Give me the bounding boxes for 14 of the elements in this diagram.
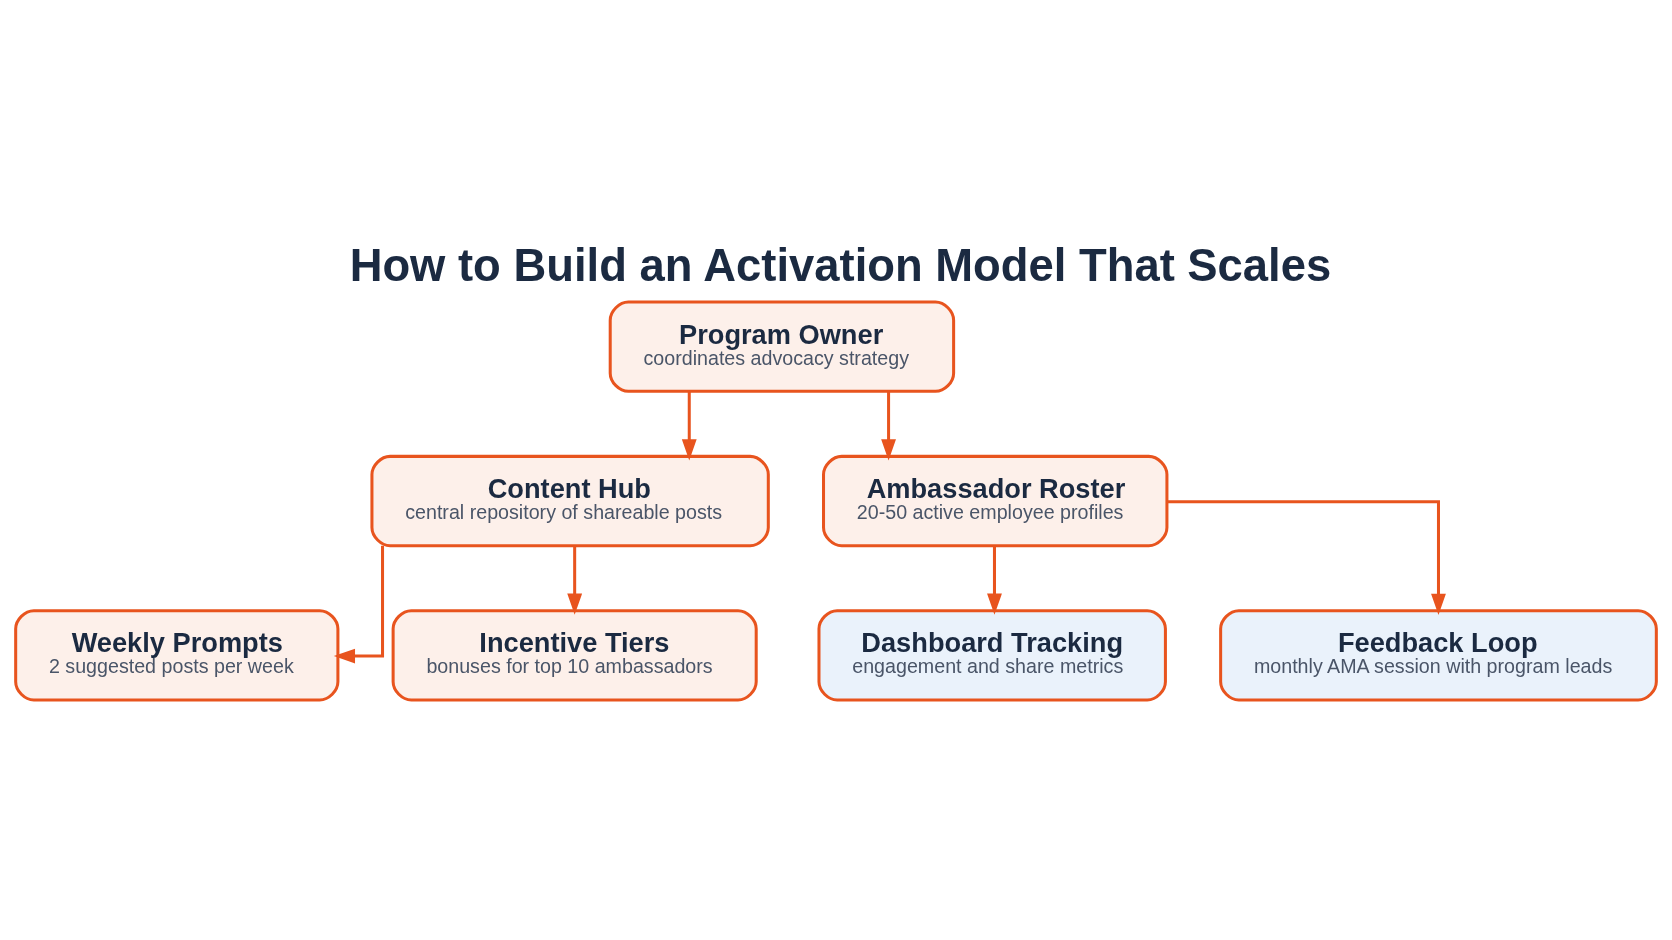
arrow: [333, 545, 385, 664]
arrow: [567, 545, 583, 615]
node-box: Dashboard Tracking engagement and share metrics: [817, 609, 1167, 702]
node-box: Feedback Loop monthly AMA session with program leads: [1219, 609, 1658, 702]
node-box: Program Owner coordinates advocacy strategy: [608, 300, 956, 393]
arrow: [881, 391, 896, 461]
node-box: Incentive Tiers bonuses for top 10 ambassadors: [391, 609, 758, 702]
arrow: [681, 391, 697, 461]
arrow: [987, 545, 1002, 615]
arrow: [1167, 500, 1446, 616]
node-box: Ambassador Roster 20-50 active employee profiles: [822, 454, 1169, 548]
node-box: Weekly Prompts 2 suggested posts per week: [14, 609, 340, 702]
diagram-title: How to Build an Activation Model That Scales: [349, 239, 1332, 291]
node-box: Content Hub central repository of shareable posts: [370, 454, 770, 548]
